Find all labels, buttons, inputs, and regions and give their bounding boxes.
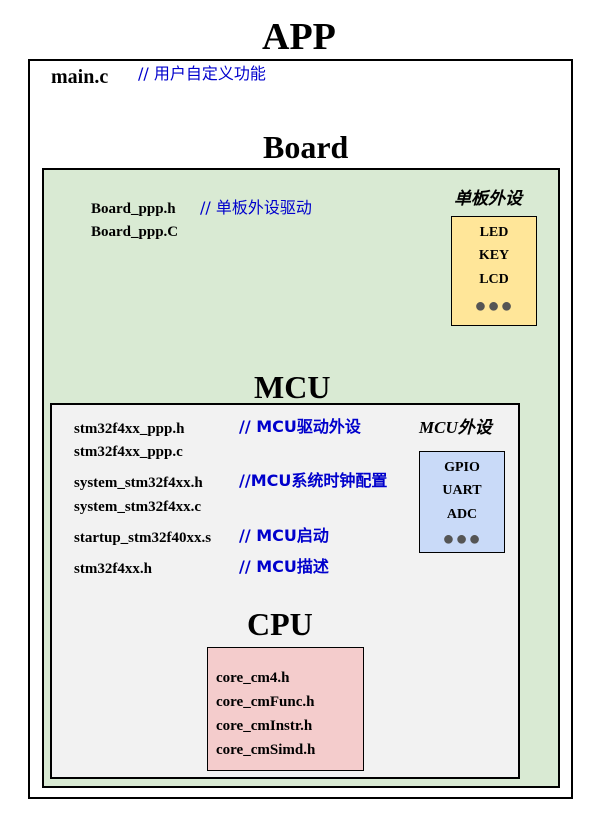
mcu-comment-startup: // MCU启动 (239, 526, 329, 545)
mcu-file-system-c: system_stm32f4xx.c (74, 499, 202, 515)
mcu-comment-driver: // MCU驱动外设 (239, 417, 361, 436)
mcu-file-ppp-h: stm32f4xx_ppp.h (74, 421, 185, 437)
main-file-label: main.c (51, 66, 109, 88)
mcu-peripherals-box: GPIO UART ADC ●●● (419, 451, 505, 553)
mcu-peripheral-adc: ADC (446, 507, 478, 522)
mcu-peripherals-title: MCU外设 (419, 418, 492, 437)
mcu-file-startup: startup_stm32f40xx.s (74, 530, 212, 546)
main-file-comment: // 用户自定义功能 (138, 64, 266, 83)
board-peripherals-box: LED KEY LCD ●●● (451, 216, 537, 326)
board-peripheral-key: KEY (478, 248, 510, 263)
board-peripherals-title: 单板外设 (454, 189, 522, 208)
board-title: Board (263, 129, 349, 165)
board-comment: // 单板外设驱动 (200, 198, 312, 217)
cpu-file-core-cm4: core_cm4.h (216, 670, 290, 686)
mcu-peripheral-more: ●●● (442, 528, 482, 550)
mcu-peripheral-uart: UART (442, 483, 482, 498)
cpu-file-core-cmfunc: core_cmFunc.h (216, 694, 315, 710)
board-peripheral-more: ●●● (474, 295, 514, 317)
board-peripheral-led: LED (479, 225, 509, 240)
cpu-title: CPU (247, 606, 313, 642)
cpu-box: core_cm4.h core_cmFunc.h core_cmInstr.h … (207, 647, 364, 771)
cpu-file-core-cmsimd: core_cmSimd.h (216, 742, 316, 758)
app-title: APP (262, 16, 336, 58)
mcu-title: MCU (254, 369, 331, 405)
mcu-comment-clock: //MCU系统时钟配置 (239, 471, 388, 490)
mcu-file-ppp-c: stm32f4xx_ppp.c (74, 444, 183, 460)
mcu-comment-desc: // MCU描述 (239, 557, 329, 576)
board-file-h: Board_ppp.h (91, 201, 176, 217)
mcu-file-desc: stm32f4xx.h (74, 561, 152, 577)
mcu-file-system-h: system_stm32f4xx.h (74, 475, 203, 491)
board-peripheral-lcd: LCD (479, 272, 509, 287)
cpu-file-core-cminstr: core_cmInstr.h (216, 718, 313, 734)
board-file-c: Board_ppp.C (91, 224, 179, 240)
app-layer-frame (28, 59, 573, 799)
mcu-peripheral-gpio: GPIO (444, 460, 480, 475)
